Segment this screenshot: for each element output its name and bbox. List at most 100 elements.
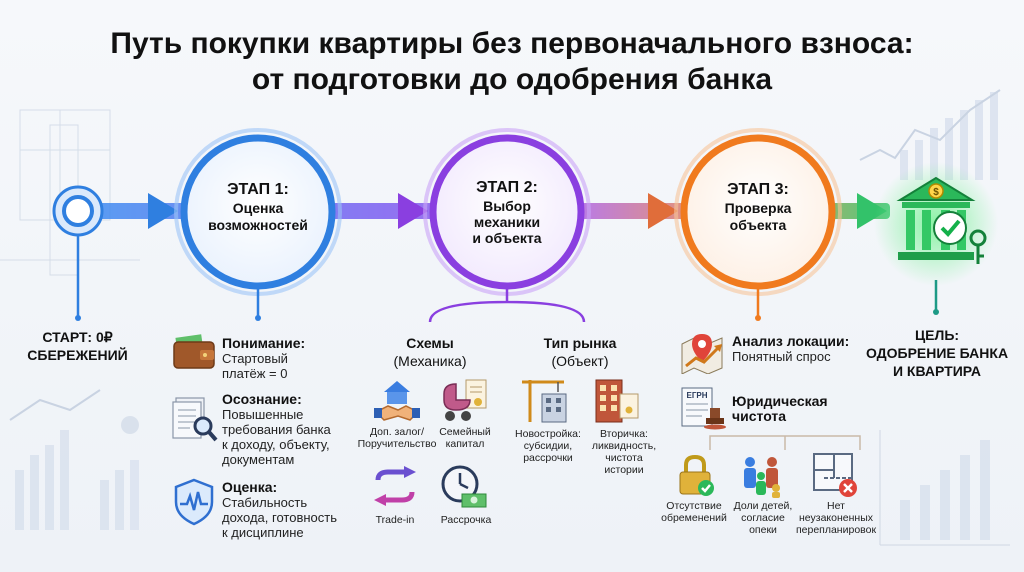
stage-3-line-1: Проверка (724, 200, 792, 216)
arrow-2 (398, 193, 428, 229)
stage-1-item-2-line-1: Повышенные (222, 407, 304, 422)
stage-3-title: ЭТАП 3: Проверка объекта (698, 180, 818, 234)
floorplan-cross-icon (812, 452, 860, 503)
stage-1-item-1: Понимание: Стартовый платёж = 0 (222, 335, 332, 382)
stage-1-line-2: возможностей (208, 217, 308, 233)
background-bar-chart-left (15, 430, 139, 530)
market-item-2-line-1: Вторичка: (600, 428, 648, 440)
market-title: Тип рынка (543, 335, 617, 351)
goal-label: ЦЕЛЬ: ОДОБРЕНИЕ БАНКА И КВАРТИРА (862, 326, 1012, 380)
check-item-3-line-3: перепланировок (795, 524, 877, 536)
svg-text:$: $ (933, 187, 939, 198)
check-item-3: Нет неузаконенных перепланировок (788, 500, 884, 536)
stage-1-item-3-line-3: к дисциплине (222, 525, 304, 540)
check-item-1-line-2: обременений (661, 512, 727, 524)
map-pin-growth-icon (680, 330, 726, 379)
schemes-subtitle: (Механика) (393, 353, 467, 369)
schemes-title: Схемы (406, 335, 454, 351)
location-analysis: Анализ локации: Понятный спрос (732, 333, 882, 365)
background-bar-chart-right (900, 92, 998, 180)
scheme-item-3-line-1: Trade-in (375, 514, 415, 526)
legal-line-2: чистота (732, 408, 787, 424)
stage-1-item-2: Осознание: Повышенные требования банка к… (222, 391, 340, 468)
goal-line-1: ЦЕЛЬ: (914, 327, 960, 343)
stage-1-item-3: Оценка: Стабильность дохода, готовность … (222, 479, 342, 541)
market-item-2-line-3: чистота (605, 452, 643, 464)
scheme-item-4: Рассрочка (426, 514, 506, 526)
handshake-house-icon (374, 378, 420, 429)
documents-magnifier-icon (170, 394, 218, 449)
scheme-item-2-line-2: капитал (445, 438, 485, 450)
goal-line-3: И КВАРТИРА (892, 363, 981, 379)
stage-2-label: ЭТАП 2: (476, 179, 538, 196)
title-line-2: от подготовки до одобрения банка (251, 63, 773, 96)
market-item-1-line-3: рассрочки (523, 452, 573, 464)
stage-1-item-1-line-2: платёж = 0 (222, 366, 288, 381)
stage-1-item-2-title: Осознание: (222, 391, 302, 407)
check-item-3-line-2: неузаконенных (798, 512, 873, 524)
family-icon (740, 454, 784, 503)
legal-line-1: Юридическая (732, 393, 828, 409)
stage-1-item-3-line-1: Стабильность (222, 495, 308, 510)
arrow-4 (857, 193, 887, 229)
stage-2-line-3: и объекта (472, 230, 542, 246)
stage-1-title: ЭТАП 1: Оценка возможностей (198, 180, 318, 234)
scheme-item-1-line-2: Поручительство (357, 438, 437, 450)
scheme-item-4-line-1: Рассрочка (440, 514, 492, 526)
stroller-certificate-icon (440, 378, 488, 429)
shield-pulse-icon (172, 478, 216, 531)
market-heading: Тип рынка (Объект) (522, 334, 638, 370)
crane-building-icon (520, 376, 570, 429)
stage-1-item-1-title: Понимание: (222, 335, 306, 351)
egrn-text: ЕГРН (687, 391, 708, 400)
stage-2-line-2: механики (473, 214, 541, 230)
check-item-3-line-1: Нет (827, 500, 845, 512)
goal-line-2: ОДОБРЕНИЕ БАНКА (865, 345, 1009, 361)
start-line-2: СБЕРЕЖЕНИЙ (27, 347, 128, 363)
stage-1-item-3-line-2: дохода, готовность (222, 510, 337, 525)
swap-arrows-icon (372, 466, 418, 511)
scheme-item-3: Trade-in (360, 514, 430, 526)
clock-money-icon (440, 464, 488, 515)
scheme-item-2-line-1: Семейный (439, 426, 491, 438)
stage-1-item-2-line-2: требования банка (222, 422, 331, 437)
schemes-heading: Схемы (Механика) (372, 334, 488, 370)
market-item-2-line-2: ликвидность, (591, 440, 657, 452)
market-item-1: Новостройка: субсидии, рассрочки (506, 428, 590, 464)
background-bar-chart-bottom-right (900, 440, 990, 540)
title-line-1: Путь покупки квартиры без первоначальног… (110, 27, 914, 60)
market-item-2: Вторичка: ликвидность, чистота истории (582, 428, 666, 476)
market-item-2-line-4: истории (604, 464, 644, 476)
stage-3-label: ЭТАП 3: (727, 181, 789, 198)
check-item-2-line-1: Доли детей, (733, 500, 793, 512)
check-item-1: Отсутствие обременений (654, 500, 734, 524)
arrow-1 (148, 193, 178, 229)
market-subtitle: (Объект) (551, 353, 609, 369)
wallet-icon (172, 334, 216, 375)
stage-2-title: ЭТАП 2: Выбор механики и объекта (447, 178, 567, 246)
stage-1-item-3-title: Оценка: (222, 479, 278, 495)
stage-1-item-1-line-1: Стартовый (222, 351, 288, 366)
check-item-2: Доли детей, согласие опеки (726, 500, 800, 536)
check-item-1-line-1: Отсутствие (666, 500, 722, 512)
start-label: СТАРТ: 0₽ СБЕРЕЖЕНИЙ (10, 328, 145, 364)
page-title: Путь покупки квартиры без первоначальног… (0, 26, 1024, 98)
location-text: Понятный спрос (732, 349, 831, 364)
arrow-3 (648, 193, 678, 229)
stage-1-item-2-line-3: к доходу, объекту, (222, 437, 330, 452)
legal-purity: Юридическая чистота (732, 394, 852, 424)
stage-1-item-2-line-4: документам (222, 452, 295, 467)
scheme-item-2: Семейный капитал (430, 426, 500, 450)
scheme-item-1: Доп. залог/ Поручительство (342, 426, 452, 450)
egrn-stamp-icon: ЕГРН (680, 386, 728, 435)
market-item-1-line-1: Новостройка: (515, 428, 581, 440)
stage-1-label: ЭТАП 1: (227, 181, 289, 198)
stage-1-line-1: Оценка (232, 200, 284, 216)
stage-3-line-2: объекта (729, 217, 787, 233)
start-line-1: СТАРТ: 0₽ (42, 329, 113, 345)
location-title: Анализ локации: (732, 333, 850, 349)
market-item-1-line-2: субсидии, (523, 440, 573, 452)
lock-check-icon (676, 454, 716, 501)
check-item-2-line-3: опеки (749, 524, 777, 536)
